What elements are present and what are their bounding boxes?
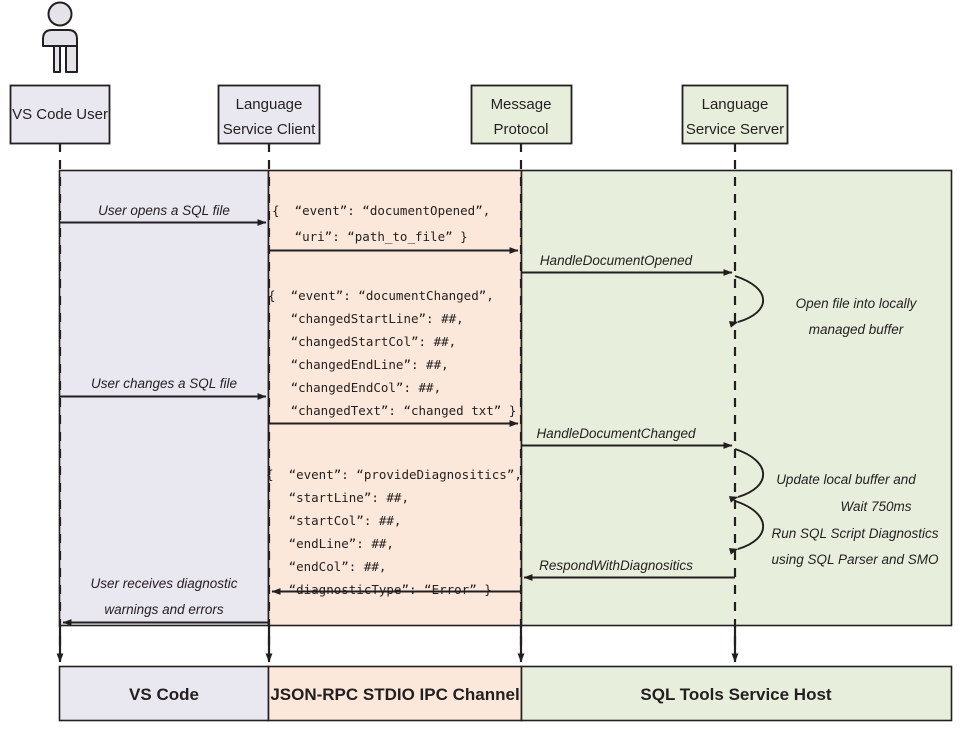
payload-p3-line1: { “event”: “provideDiagnositics”, bbox=[266, 467, 522, 482]
payload-p2-line2: “changedStartLine”: ##, bbox=[268, 311, 464, 326]
lifeline-head-proto[interactable]: Message Protocol bbox=[470, 84, 573, 145]
message-handle-document-opened[interactable]: HandleDocumentOpened bbox=[521, 253, 733, 276]
message-user-changes-sql-file[interactable]: User changes a SQL file bbox=[60, 376, 267, 400]
lifeline-label-user: VS Code User bbox=[12, 106, 108, 123]
lifeline-head-server[interactable]: Language Service Server bbox=[681, 84, 789, 145]
self-message-label-n3-line1: Run SQL Script Diagnostics bbox=[771, 526, 938, 541]
payload-p2-line6: “changedText”: “changed txt” } bbox=[268, 403, 516, 418]
lifeline-head-user[interactable]: VS Code User bbox=[9, 84, 111, 145]
payload-p3-line3: “startCol”: ##, bbox=[266, 513, 401, 528]
message-respond-with-diagnostics[interactable]: RespondWithDiagnositics bbox=[523, 558, 735, 581]
lifeline-terminators bbox=[56, 625, 739, 663]
self-message-label-n3-line2: using SQL Parser and SMO bbox=[771, 552, 939, 567]
self-loop-arc-n1[interactable] bbox=[728, 275, 765, 328]
self-message-run-sql-diagnostics[interactable]: Run SQL Script Diagnostics using SQL Par… bbox=[728, 500, 939, 567]
payload-p2-line4: “changedEndLine”: ##, bbox=[268, 357, 449, 372]
person-icon-legs bbox=[43, 45, 77, 72]
footer-box-host[interactable] bbox=[520, 665, 953, 722]
lifeline-label-client-line2: Service Client bbox=[223, 121, 316, 138]
payload-p3-line4: “endLine”: ##, bbox=[266, 536, 394, 551]
self-message-label-n2-line2: Wait 750ms bbox=[840, 499, 911, 514]
message-label-m1: User opens a SQL file bbox=[98, 203, 230, 218]
self-message-update-buffer-wait[interactable]: Update local buffer and Wait 750ms bbox=[728, 448, 916, 514]
lifeline-label-server-line2: Service Server bbox=[686, 121, 784, 138]
person-icon-head bbox=[47, 1, 73, 27]
message-handle-document-changed[interactable]: HandleDocumentChanged bbox=[521, 426, 733, 449]
lifeline-label-server-line1: Language bbox=[702, 96, 769, 113]
lifeline-box-client[interactable] bbox=[217, 84, 321, 145]
self-message-label-n1-line2: managed buffer bbox=[809, 322, 904, 337]
payload-p3-line2: “startLine”: ##, bbox=[266, 490, 409, 505]
payload-p3-line5: “endCol”: ##, bbox=[266, 559, 386, 574]
self-loop-arc-n2[interactable] bbox=[728, 448, 764, 503]
self-message-label-n1-line1: Open file into locally bbox=[796, 296, 918, 311]
payload-p2-line3: “changedStartCol”: ##, bbox=[268, 334, 456, 349]
self-message-label-n2-line1: Update local buffer and bbox=[776, 472, 916, 487]
payload-provide-diagnostics: { “event”: “provideDiagnositics”, “start… bbox=[266, 467, 522, 597]
footer-box-ipc[interactable] bbox=[267, 665, 523, 722]
vs-code-user-actor bbox=[42, 1, 78, 73]
lifeline-head-client[interactable]: Language Service Client bbox=[217, 84, 321, 145]
footer-label-ipc: JSON-RPC STDIO IPC Channel bbox=[270, 685, 519, 704]
payload-document-changed: { “event”: “documentChanged”, “changedSt… bbox=[268, 288, 516, 418]
message-label-m4: HandleDocumentChanged bbox=[536, 426, 696, 441]
payload-p3-line6: “diagnosticType”: “Error” } bbox=[266, 582, 492, 597]
message-user-receives-diagnostics[interactable]: User receives diagnostic warnings and er… bbox=[62, 576, 269, 626]
lane-bands bbox=[58, 169, 953, 627]
message-user-opens-sql-file[interactable]: User opens a SQL file bbox=[60, 203, 267, 226]
lifeline-box-server[interactable] bbox=[681, 84, 789, 145]
payload-p1-line1: { “event”: “documentOpened”, bbox=[272, 203, 490, 218]
payload-document-opened: { “event”: “documentOpened”, “uri”: “pat… bbox=[272, 203, 490, 244]
payload-p2-line1: { “event”: “documentChanged”, bbox=[268, 288, 494, 303]
message-label-m5: RespondWithDiagnositics bbox=[539, 558, 693, 573]
message-label-m6-line1: User receives diagnostic bbox=[90, 576, 237, 591]
lifeline-label-proto-line1: Message bbox=[491, 96, 552, 113]
lifeline-label-client-line1: Language bbox=[236, 96, 303, 113]
payload-p1-line2: “uri”: “path_to_file” } bbox=[272, 229, 468, 244]
band-host bbox=[520, 169, 953, 627]
band-ipc bbox=[267, 169, 523, 627]
lifelines bbox=[58, 143, 737, 660]
self-loop-arc-n3[interactable] bbox=[728, 500, 764, 555]
footer-label-vscode: VS Code bbox=[129, 685, 199, 704]
payload-p2-line5: “changedEndCol”: ##, bbox=[268, 380, 441, 395]
band-vscode bbox=[58, 169, 270, 627]
self-message-open-file-buffer[interactable]: Open file into locally managed buffer bbox=[728, 275, 918, 337]
message-label-m6-line2: warnings and errors bbox=[104, 602, 224, 617]
lifeline-label-proto-line2: Protocol bbox=[493, 121, 548, 138]
footer-label-host: SQL Tools Service Host bbox=[640, 685, 831, 704]
message-label-m3: User changes a SQL file bbox=[91, 376, 237, 391]
footer-bands: VS Code JSON-RPC STDIO IPC Channel SQL T… bbox=[58, 665, 953, 722]
message-label-m2: HandleDocumentOpened bbox=[540, 253, 693, 268]
